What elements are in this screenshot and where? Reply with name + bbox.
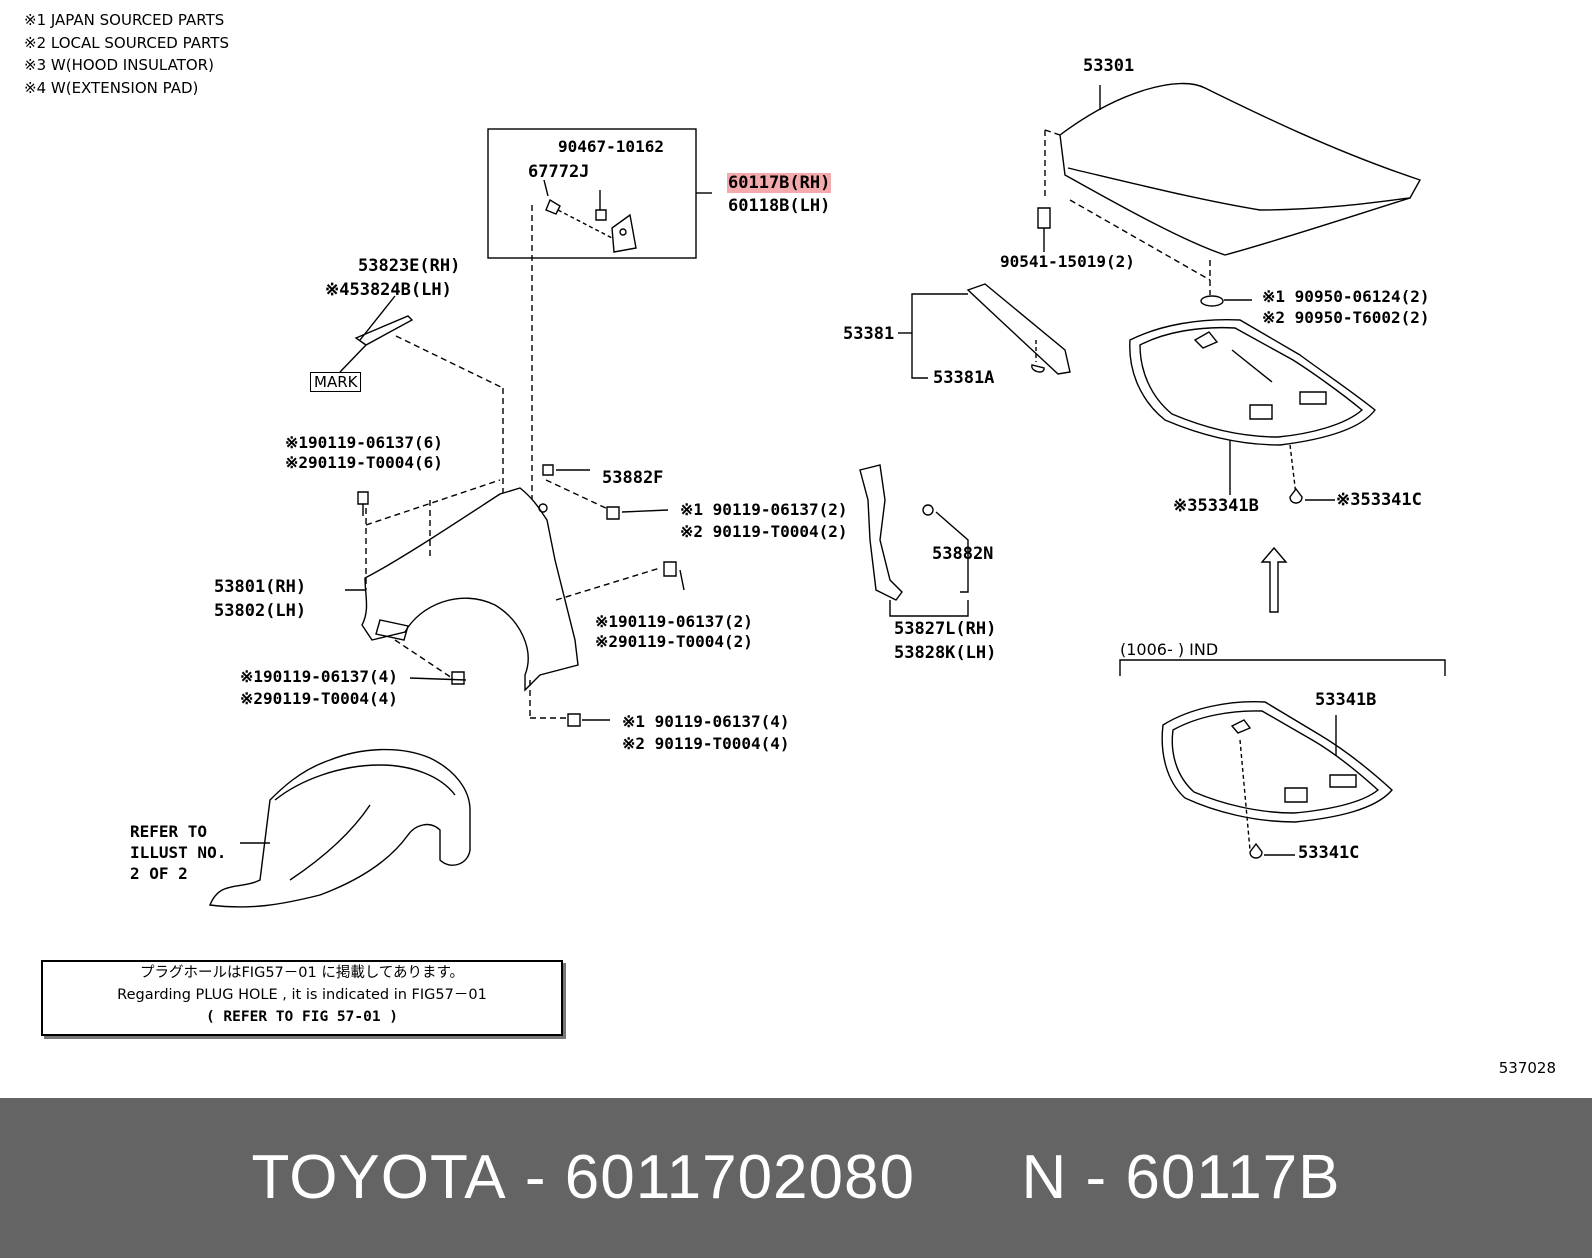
part-label-60118b[interactable]: 60118B(LH) <box>728 196 831 216</box>
part-label-90950-a[interactable]: ※1 90950-06124(2) <box>1262 287 1430 306</box>
mark-label: MARK <box>310 372 362 392</box>
part-label-53823e[interactable]: 53823E(RH) <box>358 256 461 276</box>
part-label-53824b[interactable]: ※453824B(LH) <box>325 280 452 300</box>
clip-label-2b[interactable]: ※2 90119-T0004(2) <box>680 522 848 541</box>
part-label-53828k[interactable]: 53828K(LH) <box>894 643 997 663</box>
part-label-90467[interactable]: 90467-10162 <box>558 137 664 156</box>
clip-label-5a[interactable]: ※1 90119-06137(4) <box>622 712 790 731</box>
part-label-53802[interactable]: 53802(LH) <box>214 601 307 621</box>
part-label-53801[interactable]: 53801(RH) <box>214 577 307 597</box>
footer-code: 60117B <box>1125 1143 1341 1212</box>
clip-label-3a[interactable]: ※190119-06137(2) <box>595 612 753 631</box>
part-label-60117b[interactable]: 60117B(RH) <box>727 173 832 193</box>
parts-diagram: ※1 JAPAN SOURCED PARTS ※2 LOCAL SOURCED … <box>24 9 1556 1077</box>
refer-line-1: REFER TO <box>130 822 208 841</box>
footer-title: TOYOTA - 6011702080 N - 60117B <box>0 1138 1592 1218</box>
part-label-90541[interactable]: 90541-15019(2) <box>1000 252 1135 271</box>
clip-label-3b[interactable]: ※290119-T0004(2) <box>595 632 753 651</box>
part-label-90950-b[interactable]: ※2 90950-T6002(2) <box>1262 308 1430 327</box>
footer-separator-2: - <box>1085 1143 1108 1212</box>
footer-bar: TOYOTA - 6011702080 N - 60117B <box>0 1098 1592 1258</box>
refer-line-2: ILLUST NO. <box>130 843 227 862</box>
clip-label-5b[interactable]: ※2 90119-T0004(4) <box>622 734 790 753</box>
part-label-53381[interactable]: 53381 <box>843 324 895 344</box>
plug-note-en: Regarding PLUG HOLE , it is indicated in… <box>117 987 487 1003</box>
part-label-53341b-ind[interactable]: 53341B <box>1315 690 1377 710</box>
footer-part-number: 6011702080 <box>564 1143 915 1212</box>
part-label-53882n[interactable]: 53882N <box>932 544 994 564</box>
part-label-53882f[interactable]: 53882F <box>602 468 664 488</box>
diagram-number: 537028 <box>1498 1059 1556 1077</box>
part-label-53301[interactable]: 53301 <box>1083 56 1135 76</box>
notes-list: ※1 JAPAN SOURCED PARTS ※2 LOCAL SOURCED … <box>24 9 229 99</box>
clip-label-4a[interactable]: ※190119-06137(4) <box>240 667 398 686</box>
highlighted-part: 60117B(RH) <box>727 173 832 193</box>
plug-note-jp: プラグホールはFIG57－01 に掲載してあります。 <box>139 965 465 981</box>
note-hood-insulator: ※3 W(HOOD INSULATOR) <box>24 56 214 74</box>
refer-line-3: 2 OF 2 <box>130 864 188 883</box>
part-label-53341b[interactable]: ※353341B <box>1173 496 1259 516</box>
note-extension-pad: ※4 W(EXTENSION PAD) <box>24 78 199 97</box>
part-label-53341c-ind[interactable]: 53341C <box>1298 843 1360 863</box>
ind-range-label: (1006- ) IND <box>1120 640 1219 659</box>
part-label-53341c[interactable]: ※353341C <box>1336 490 1422 510</box>
plug-note-ref: ( REFER TO FIG 57-01 ) <box>205 1009 399 1025</box>
clip-label-1a[interactable]: ※190119-06137(6) <box>285 433 443 452</box>
mark-box: MARK <box>310 372 362 392</box>
footer-prefix: N <box>1021 1143 1068 1212</box>
note-japan-sourced: ※1 JAPAN SOURCED PARTS <box>24 11 225 29</box>
part-label-67772j[interactable]: 67772J <box>528 162 590 182</box>
footer-brand: TOYOTA <box>251 1143 507 1212</box>
plug-hole-note: プラグホールはFIG57－01 に掲載してあります。 Regarding PLU… <box>41 960 563 1036</box>
part-label-53827l[interactable]: 53827L(RH) <box>894 619 997 639</box>
note-local-sourced: ※2 LOCAL SOURCED PARTS <box>24 33 229 52</box>
clip-label-2a[interactable]: ※1 90119-06137(2) <box>680 500 848 519</box>
part-label-53381a[interactable]: 53381A <box>933 368 995 388</box>
footer-separator-1: - <box>524 1143 547 1212</box>
clip-label-1b[interactable]: ※290119-T0004(6) <box>285 453 443 472</box>
diagram-drawing <box>209 82 1446 908</box>
clip-label-4b[interactable]: ※290119-T0004(4) <box>240 689 398 708</box>
